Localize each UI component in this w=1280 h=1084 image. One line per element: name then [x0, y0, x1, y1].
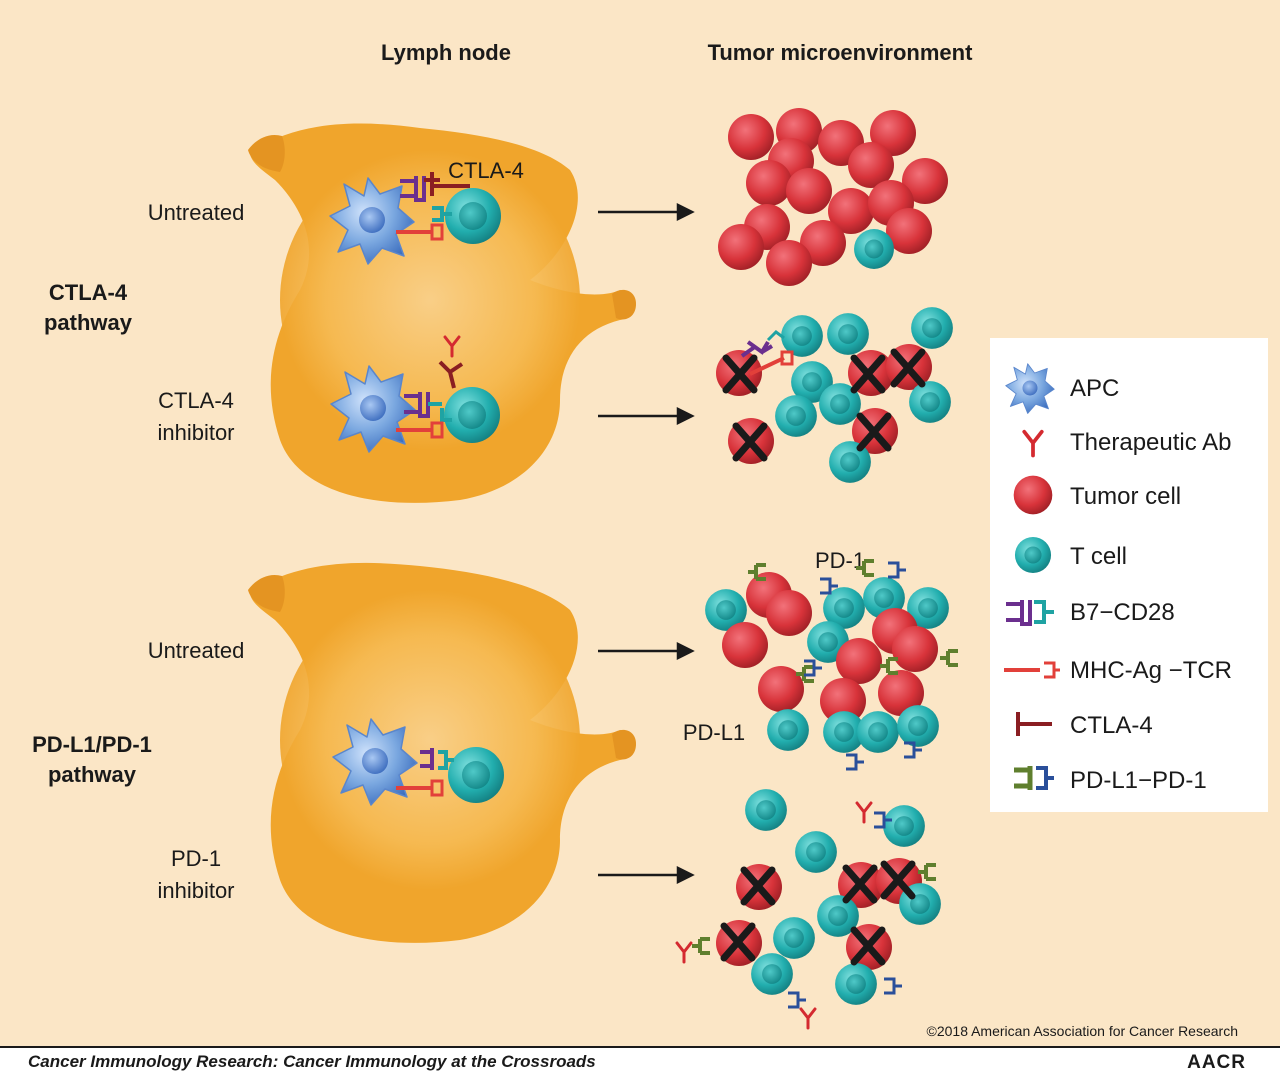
legend-label-apc: APC [1070, 375, 1119, 402]
condition-inhibitor-ctla4-line1: CTLA-4 [158, 388, 234, 413]
mhc-tcr-icon [1004, 661, 1060, 679]
legend-item-ab: Therapeutic Ab [1022, 429, 1231, 458]
journal-title: Cancer Immunology Research: Cancer Immun… [28, 1052, 596, 1071]
diagram-canvas: Lymph node Tumor microenvironment CTLA-4… [0, 0, 1280, 1046]
legend-item-pdl1-pd1: PD-L1−PD-1 [1014, 766, 1207, 794]
legend-label-tcell: T cell [1070, 543, 1127, 570]
legend-label-ab: Therapeutic Ab [1070, 429, 1231, 456]
condition-inhibitor-ctla4-line2: inhibitor [157, 420, 234, 445]
legend-item-apc: APC [1005, 363, 1119, 414]
tumor-cluster-pd1-untreated: PD-1 PD-L1 [683, 548, 960, 771]
legend: APC Therapeutic Ab Tumor cell T cell B7−… [990, 338, 1268, 812]
legend-box [990, 338, 1268, 812]
b7-cd28-icon [1006, 600, 1054, 626]
condition-untreated-ctla4: Untreated [148, 200, 245, 225]
condition-untreated-pd1: Untreated [148, 638, 245, 663]
condition-inhibitor-pd1-line2: inhibitor [157, 878, 234, 903]
pathway-subtitle-pd1: pathway [48, 762, 137, 787]
label-pdl1: PD-L1 [683, 720, 745, 745]
legend-item-b7-cd28: B7−CD28 [1006, 599, 1175, 626]
legend-item-tumor: Tumor cell [1013, 475, 1181, 515]
lymph-node-pd1 [248, 562, 636, 943]
legend-item-ctla4: CTLA-4 [1016, 712, 1153, 739]
copyright: ©2018 American Association for Cancer Re… [927, 1023, 1238, 1039]
pdl1-pd1-icon [1014, 766, 1054, 790]
legend-item-mhc-tcr: MHC-Ag −TCR [1004, 657, 1232, 684]
column-header-tumor: Tumor microenvironment [708, 40, 974, 65]
pathway-subtitle-ctla4: pathway [44, 310, 133, 335]
synapse-ctla4-untreated: CTLA-4 [329, 158, 524, 265]
legend-item-tcell: T cell [1014, 536, 1127, 574]
legend-label-b7-cd28: B7−CD28 [1070, 599, 1175, 626]
tumor-cluster-ctla4-inhibitor [716, 307, 953, 483]
pathway-title-ctla4: CTLA-4 [49, 280, 128, 305]
ctla4-icon [1016, 712, 1052, 736]
label-ctla4-node: CTLA-4 [448, 158, 524, 183]
arrows [598, 202, 695, 885]
aacr-logo: AACR [1187, 1052, 1246, 1073]
footer-bar: Cancer Immunology Research: Cancer Immun… [0, 1046, 1280, 1084]
legend-label-tumor: Tumor cell [1070, 483, 1181, 510]
legend-label-pdl1-pd1: PD-L1−PD-1 [1070, 767, 1207, 794]
column-header-lymph-node: Lymph node [381, 40, 511, 65]
synapse-ctla4-inhibitor [330, 335, 500, 453]
pathway-title-pd1: PD-L1/PD-1 [32, 732, 152, 757]
legend-label-ctla4: CTLA-4 [1070, 712, 1153, 739]
condition-inhibitor-pd1-line1: PD-1 [171, 846, 221, 871]
legend-label-mhc-tcr: MHC-Ag −TCR [1070, 657, 1232, 684]
t-cell-icon [1014, 536, 1052, 574]
tumor-cell-icon [1013, 475, 1053, 515]
